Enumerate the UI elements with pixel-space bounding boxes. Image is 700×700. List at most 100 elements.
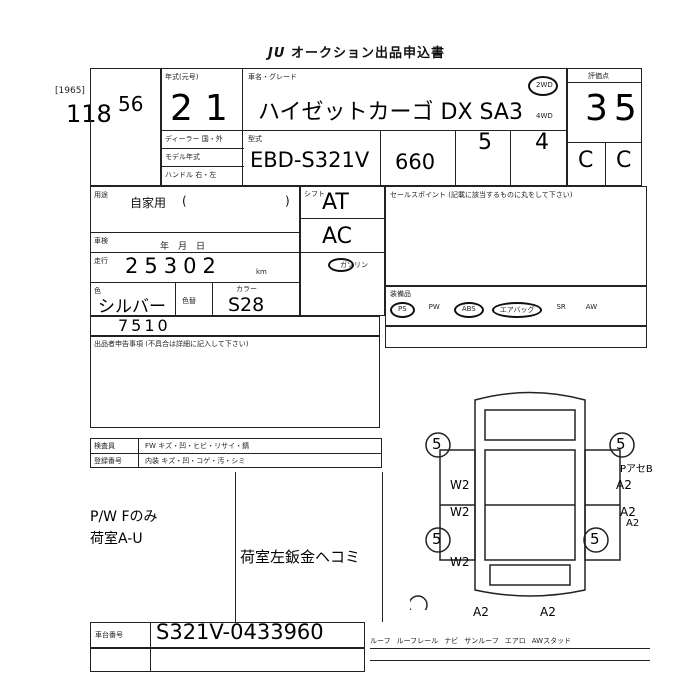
inspector-values: FW キズ・凹・ヒビ・リサイ・錆: [145, 442, 250, 450]
tire-rear-right: [583, 527, 609, 553]
damage-a2-2: A2: [620, 505, 636, 519]
chassis-row: [90, 622, 365, 648]
footer-tag-roof: ルーフ: [370, 637, 391, 645]
extra-row: [90, 316, 380, 336]
extra-value: 7510: [118, 316, 171, 335]
color-code-label: カラー: [236, 285, 257, 293]
chassis-label: 車台番号: [95, 631, 123, 639]
drive-circled: 2WD: [536, 81, 553, 89]
tire-mark-fl: 5: [432, 435, 442, 453]
usage-bracket-open: (: [182, 194, 187, 208]
damage-bottom-2: A2: [540, 605, 556, 619]
car-rear: [489, 564, 571, 586]
tire-front-right: [609, 432, 635, 458]
option-sr: SR: [556, 303, 566, 311]
sales-point-label: セールスポイント (記載に該当するものに丸をして下さい): [390, 191, 573, 199]
form-title-text: オークション出品申込書: [290, 46, 445, 61]
exterior-grade: C: [616, 148, 632, 173]
inspector-label: 検査員: [94, 442, 115, 450]
note-left-2: 荷室A-U: [90, 531, 143, 547]
options-box: [385, 286, 647, 326]
usage-bracket-close: ): [285, 194, 290, 208]
footer-tag-rail: ルーフレール: [396, 637, 439, 645]
option-aw: AW: [585, 303, 598, 311]
repaint-label: 色替: [182, 297, 196, 305]
vehicle-info-box: [160, 68, 567, 186]
color-value: シルバー: [98, 297, 166, 317]
handle-label: ハンドル 右・左: [165, 171, 217, 179]
type-label: 型式: [248, 135, 262, 143]
lot-number: 118: [66, 100, 112, 128]
options-row: PS PW ABS エアバッグ SR AW: [390, 302, 645, 318]
footer-tag-aero: エアロ: [504, 637, 526, 645]
logo-icon: JU: [268, 46, 286, 61]
registration-row: [90, 648, 365, 672]
engine-label: ガソリン: [340, 261, 368, 269]
damage-a2-3: A2: [626, 518, 640, 529]
recorder-label: 登録番号: [94, 457, 122, 465]
footer-tag-sunroof: サンルーフ: [464, 637, 499, 645]
usage-value: 自家用: [130, 196, 167, 210]
damage-pace: PアセB: [620, 464, 653, 475]
note-right: 荷室左鈑金ヘコミ: [240, 548, 361, 566]
shift-value: AT: [322, 190, 349, 215]
drive-circle: [528, 76, 558, 96]
sales-point-box: [385, 186, 647, 286]
form-title: JU オークション出品申込書: [268, 42, 445, 61]
spare-tire: [410, 595, 428, 610]
shift-box: [300, 186, 385, 316]
color-code-value: S28: [228, 294, 265, 316]
tire-mark-rr: 5: [590, 530, 600, 548]
color-label: 色: [94, 287, 101, 295]
year-value: 21: [170, 88, 240, 129]
cc-value: 660: [395, 150, 436, 174]
shift-label: シフト: [304, 190, 325, 198]
footer-tag-aw: AWスタッド: [531, 637, 572, 645]
mileage-unit: km: [256, 268, 267, 276]
ac-value: AC: [322, 224, 353, 249]
inspection-label: 車検: [94, 237, 108, 245]
mileage-value: 25302: [125, 254, 222, 278]
car-outline: [474, 391, 586, 597]
footer-tag-navi: ナビ: [444, 637, 459, 645]
notes-mini-box: [385, 326, 647, 348]
model-label: モデル年式: [165, 153, 200, 161]
chassis-value: S321V-0433960: [156, 620, 324, 644]
damage-w2-1: W2: [450, 478, 470, 492]
car-diagram: [410, 391, 635, 610]
option-abs: ABS: [453, 302, 484, 318]
damage-bottom-1: A2: [473, 605, 489, 619]
tire-mark-fr: 5: [616, 435, 626, 453]
name-label: 車名・グレード: [248, 73, 297, 81]
option-pw: PW: [428, 303, 440, 311]
year-label: 年式(元号): [165, 73, 199, 81]
tire-rear-left: [425, 527, 451, 553]
declaration-header: 出品者申告事項 (不具合は詳細に記入して下さい): [94, 340, 249, 348]
usage-box: [90, 186, 300, 316]
evaluation-score: 35: [585, 88, 643, 129]
lot-box: [90, 68, 162, 186]
doors-value: 5: [478, 130, 492, 155]
tire-front-left: [425, 432, 451, 458]
inspection-sub: 年 月 日: [160, 242, 206, 252]
damage-w2-3: W2: [450, 555, 470, 569]
damage-a2-1: A2: [616, 478, 632, 492]
interior-grade: C: [578, 148, 594, 173]
evaluation-label: 評価点: [588, 72, 609, 80]
car-hood: [484, 409, 576, 441]
footer-tags: ルーフ ルーフレール ナビ サンルーフ エアロ AWスタッド: [370, 636, 650, 646]
seats-value: 4: [535, 130, 549, 155]
dealer-label: ディーラー 国・外: [165, 135, 223, 143]
reference-code: [1965]: [55, 86, 85, 96]
vehicle-name: ハイゼットカーゴ DX SA3: [258, 100, 523, 125]
drive-label: 4WD: [536, 112, 553, 120]
recorder-values: 内装 キズ・凹・コゲ・汚・シミ: [145, 457, 246, 465]
note-left-1: P/W Fのみ: [90, 509, 158, 525]
mileage-label: 走行: [94, 257, 108, 265]
option-ps: PS: [390, 302, 415, 318]
tire-mark-rl: 5: [432, 530, 442, 548]
option-airbag: エアバッグ: [491, 302, 543, 318]
usage-label: 用途: [94, 191, 108, 199]
damage-w2-2: W2: [450, 505, 470, 519]
declaration-box: [90, 336, 380, 428]
